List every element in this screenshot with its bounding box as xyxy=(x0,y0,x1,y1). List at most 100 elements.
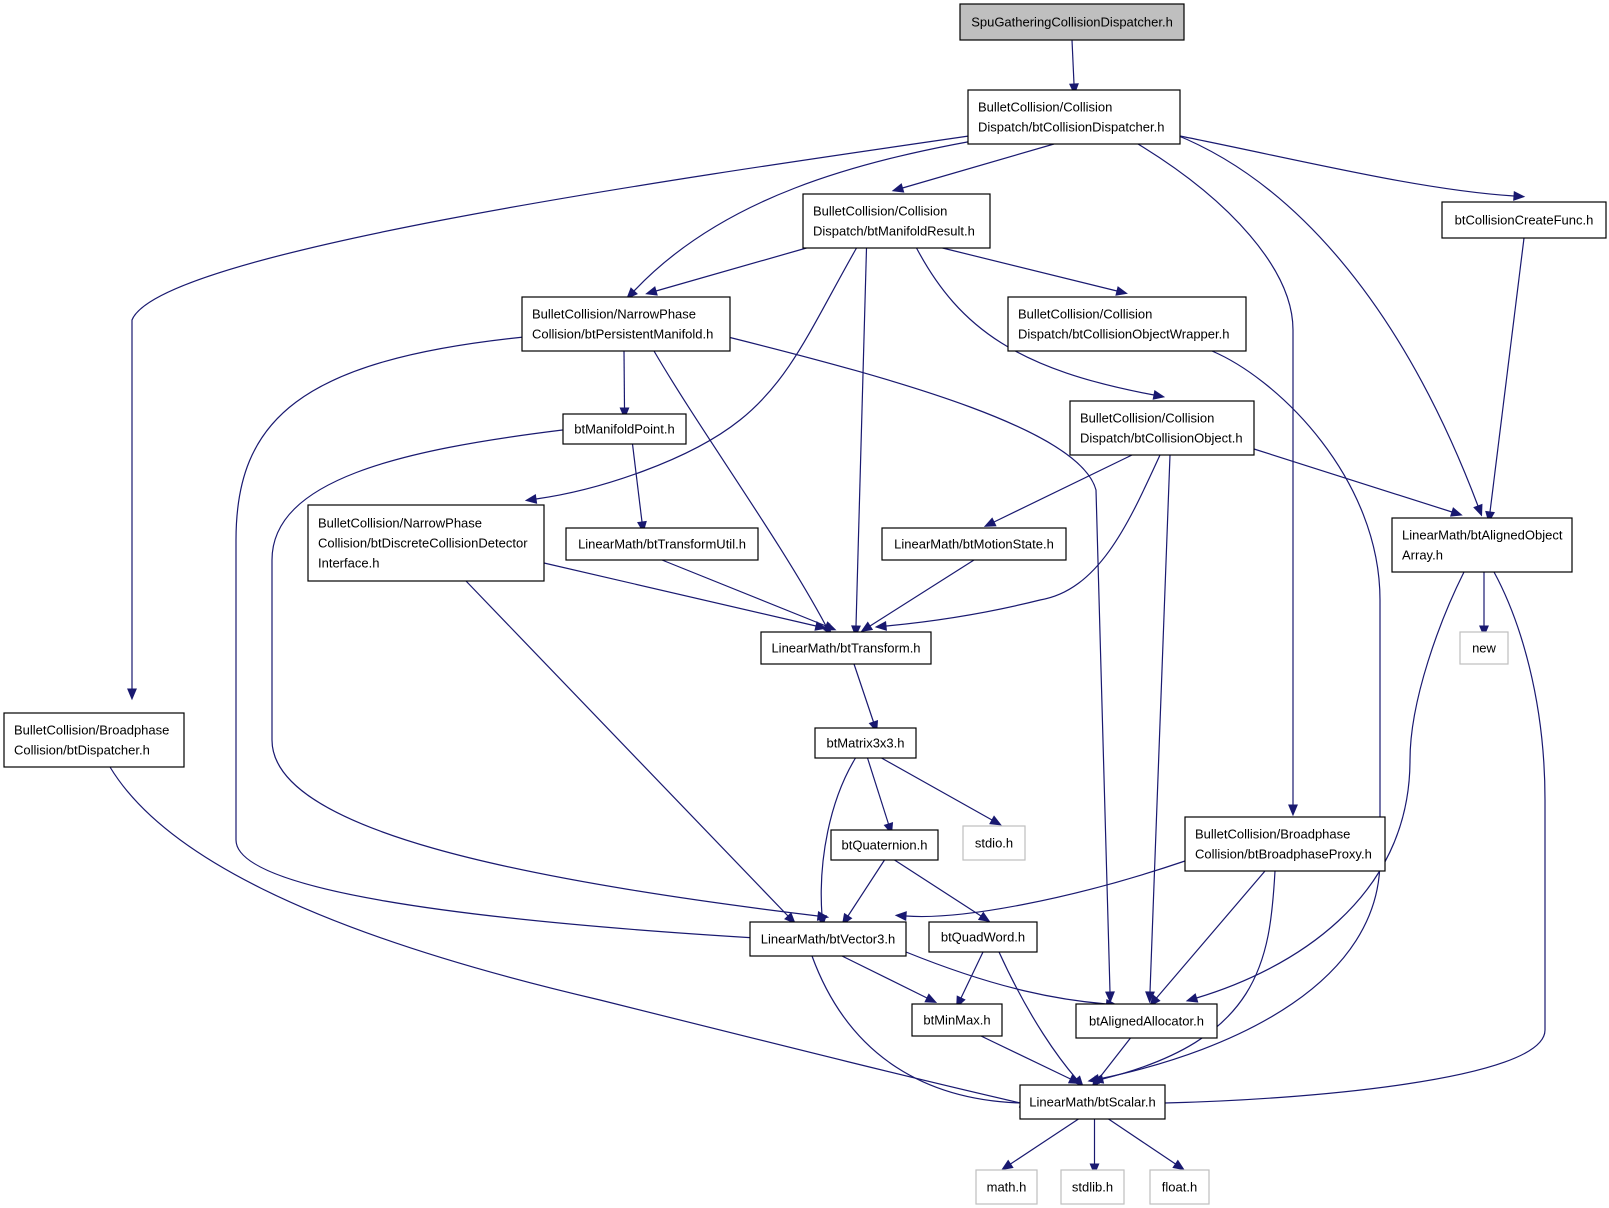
node-box xyxy=(1441,201,1607,239)
node-tu[interactable]: LinearMath/btTransformUtil.h xyxy=(565,527,759,561)
edge-ms-tr xyxy=(860,559,975,633)
node-label: LinearMath/btVector3.h xyxy=(761,932,895,947)
node-label: Collision/btPersistentManifold.h xyxy=(532,327,713,342)
edge-line xyxy=(869,559,975,627)
edge-arrowhead xyxy=(1288,804,1298,817)
edge-line xyxy=(1137,143,1294,805)
edge-line xyxy=(853,663,875,723)
node-ms[interactable]: LinearMath/btMotionState.h xyxy=(881,527,1067,561)
node-label: btMatrix3x3.h xyxy=(826,736,904,751)
edge-line xyxy=(847,859,886,917)
edge-ccf-aoa xyxy=(1485,237,1525,524)
edge-manres-co xyxy=(915,247,1166,400)
node-label: Collision/btBroadphaseProxy.h xyxy=(1195,847,1372,862)
node-label: btAlignedAllocator.h xyxy=(1089,1014,1204,1029)
node-stdlib: stdlib.h xyxy=(1060,1169,1125,1205)
node-spu[interactable]: SpuGatheringCollisionDispatcher.h xyxy=(959,3,1185,41)
node-cow[interactable]: BulletCollision/CollisionDispatch/btColl… xyxy=(1007,296,1247,352)
edge-qw-mm xyxy=(956,951,984,1009)
edge-arrowhead xyxy=(860,621,874,633)
edge-q-v3 xyxy=(841,859,886,926)
node-label: btQuadWord.h xyxy=(941,930,1025,945)
node-label: LinearMath/btScalar.h xyxy=(1029,1095,1155,1110)
node-label: Dispatch/btCollisionDispatcher.h xyxy=(978,120,1164,135)
edge-line xyxy=(235,336,757,939)
edge-line xyxy=(1098,1037,1131,1080)
node-manres[interactable]: BulletCollision/CollisionDispatch/btMani… xyxy=(802,193,991,249)
node-v3[interactable]: LinearMath/btVector3.h xyxy=(749,921,907,957)
edge-sc-float xyxy=(1108,1118,1185,1171)
node-m33[interactable]: btMatrix3x3.h xyxy=(814,727,917,759)
node-box xyxy=(967,89,1181,145)
edge-m33-stdio xyxy=(881,757,1002,826)
edge-arrowhead xyxy=(924,993,938,1004)
edge-line xyxy=(841,955,928,999)
edge-line xyxy=(727,336,1111,993)
edge-line xyxy=(633,133,1015,292)
edge-bp-aa xyxy=(1149,870,1266,1007)
edge-line xyxy=(109,766,1021,1104)
node-sc[interactable]: LinearMath/btScalar.h xyxy=(1019,1084,1166,1120)
node-label: Interface.h xyxy=(318,556,379,571)
node-box xyxy=(830,829,939,861)
node-label: Collision/btDispatcher.h xyxy=(14,743,150,758)
edge-sc-math xyxy=(1001,1118,1079,1171)
edge-arrowhead xyxy=(1450,507,1463,517)
node-mp[interactable]: btManifoldPoint.h xyxy=(562,413,687,445)
node-label: BulletCollision/Collision xyxy=(813,204,947,219)
node-label: math.h xyxy=(987,1180,1027,1195)
edge-line xyxy=(623,350,626,409)
edge-arrowhead xyxy=(524,494,538,504)
file-nodes: SpuGatheringCollisionDispatcher.hBulletC… xyxy=(3,3,1607,1205)
node-co[interactable]: BulletCollision/CollisionDispatch/btColl… xyxy=(1069,400,1255,456)
node-float: float.h xyxy=(1149,1169,1210,1205)
node-tr[interactable]: LinearMath/btTransform.h xyxy=(760,631,932,665)
edge-line xyxy=(855,247,868,627)
edge-arrowhead xyxy=(891,183,905,193)
node-bp[interactable]: BulletCollision/BroadphaseCollision/btBr… xyxy=(1184,816,1386,872)
node-qw[interactable]: btQuadWord.h xyxy=(928,921,1038,953)
edge-line xyxy=(915,247,1155,396)
node-q[interactable]: btQuaternion.h xyxy=(830,829,939,861)
node-box xyxy=(1459,631,1509,665)
edge-arrowhead xyxy=(1485,510,1495,524)
edge-line xyxy=(885,454,1161,627)
edge-arrowhead xyxy=(1067,1074,1081,1084)
edge-arrowhead xyxy=(977,911,991,923)
node-box xyxy=(962,825,1026,861)
node-box xyxy=(307,504,545,582)
edge-arrowhead xyxy=(814,621,827,631)
edge-arrowhead xyxy=(1089,1163,1100,1176)
node-disp[interactable]: BulletCollision/CollisionDispatch/btColl… xyxy=(967,89,1181,145)
edge-arrowhead xyxy=(1479,625,1489,638)
edge-line xyxy=(1489,237,1525,513)
node-dcdi[interactable]: BulletCollision/NarrowPhaseCollision/btD… xyxy=(307,504,545,582)
edge-line xyxy=(820,757,857,917)
node-box xyxy=(1184,816,1386,872)
node-mm[interactable]: btMinMax.h xyxy=(911,1003,1003,1037)
node-box xyxy=(565,527,759,561)
edge-line xyxy=(1071,39,1075,85)
edge-line xyxy=(1102,870,1276,1080)
edge-line xyxy=(535,247,858,500)
edge-line xyxy=(998,951,1077,1080)
edge-disp-pm xyxy=(626,133,1015,300)
edge-bp-v3 xyxy=(894,860,1186,921)
edge-arrowhead xyxy=(823,621,837,631)
node-label: btMinMax.h xyxy=(923,1013,990,1028)
node-label: LinearMath/btMotionState.h xyxy=(894,537,1054,552)
node-pm[interactable]: BulletCollision/NarrowPhaseCollision/btP… xyxy=(521,296,731,352)
edge-line xyxy=(942,247,1118,292)
node-label: Dispatch/btCollisionObjectWrapper.h xyxy=(1018,327,1229,342)
node-ccf[interactable]: btCollisionCreateFunc.h xyxy=(1441,201,1607,239)
node-aa[interactable]: btAlignedAllocator.h xyxy=(1075,1003,1218,1039)
node-box xyxy=(911,1003,1003,1037)
edge-disp-aoa xyxy=(1173,133,1483,517)
edge-line xyxy=(905,860,1186,918)
node-bd[interactable]: BulletCollision/BroadphaseCollision/btDi… xyxy=(3,712,185,768)
edge-line xyxy=(655,247,807,292)
edge-arrowhead xyxy=(1115,286,1128,296)
edge-qw-sc xyxy=(998,951,1084,1088)
